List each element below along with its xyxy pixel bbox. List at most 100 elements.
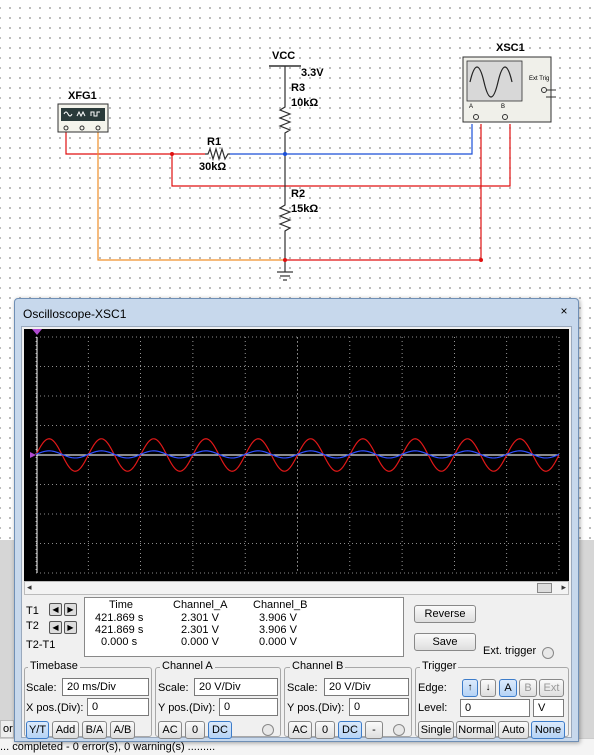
wire-ground-to-scope-b (285, 124, 482, 261)
background-panel (0, 540, 14, 720)
col-header-channel-a: Channel_A (173, 599, 228, 611)
channel-b-scale-field[interactable]: 20 V/Div (324, 678, 409, 696)
vcc-voltage-label: 3.3V (301, 67, 324, 79)
col-header-channel-b: Channel_B (253, 599, 308, 611)
t2-right-button[interactable]: ▶ (64, 621, 77, 634)
junction-dot (283, 152, 287, 156)
add-mode-button[interactable]: Add (52, 721, 79, 739)
timebase-xpos-label: X pos.(Div): (26, 702, 84, 714)
channel-b-ypos-label: Y pos.(Div): (287, 702, 345, 714)
schematic (57, 56, 556, 281)
col-header-time: Time (109, 599, 134, 611)
junction-dot (170, 152, 174, 156)
wire-r1-node-down (171, 124, 511, 187)
trigger-level-label: Level: (418, 702, 448, 714)
junction-dot (283, 258, 287, 262)
t2-t1-channel-b: 0.000 V (259, 636, 297, 648)
channel-b-scale-label: Scale: (287, 682, 318, 694)
r1-value-label: 30kΩ (199, 161, 227, 173)
left-panel-stub: or (0, 720, 14, 738)
r3-ref-label: R3 (291, 82, 306, 94)
trigger-source-ext-button[interactable]: Ext (539, 679, 564, 697)
wire-fg-common (97, 132, 285, 261)
oscilloscope-window: Oscilloscope-XSC1 × ◂ ▸ T1 ◀ ▶ T2 ◀ ▶ T2… (14, 298, 579, 742)
timebase-xpos-field[interactable]: 0 (87, 698, 149, 716)
t2-label: T2 (26, 620, 39, 632)
r3-resistor-symbol (278, 104, 292, 136)
channel-b-zero-button[interactable]: 0 (315, 721, 335, 739)
reverse-button[interactable]: Reverse (414, 605, 476, 623)
rising-edge-icon: ↑ (467, 682, 473, 693)
channel-a-dc-button[interactable]: DC (208, 721, 232, 739)
channel-a-ypos-field[interactable]: 0 (219, 698, 278, 716)
trigger-level-field[interactable]: 0 (460, 699, 530, 717)
oscilloscope-screen[interactable] (24, 329, 569, 581)
scroll-left-icon[interactable]: ◂ (27, 582, 32, 592)
junction-dot (479, 258, 483, 262)
trigger-single-button[interactable]: Single (418, 721, 454, 739)
falling-edge-button[interactable]: ↓ (480, 679, 496, 697)
window-title: Oscilloscope-XSC1 (23, 307, 127, 321)
trigger-source-b-button[interactable]: B (519, 679, 537, 697)
channel-b-ypos-field[interactable]: 0 (349, 698, 409, 716)
oscilloscope-symbol (462, 56, 556, 123)
channel-a-scale-label: Scale: (158, 682, 189, 694)
trigger-normal-button[interactable]: Normal (456, 721, 496, 739)
t2-t1-time: 0.000 s (101, 636, 138, 648)
r3-value-label: 10kΩ (291, 97, 319, 109)
t1-left-button[interactable]: ◀ (49, 603, 62, 616)
channel-a-zero-button[interactable]: 0 (185, 721, 205, 739)
scope-ref-label: XSC1 (496, 42, 525, 54)
scope-input-b-label: B (501, 104, 506, 110)
yt-mode-button[interactable]: Y/T (26, 721, 49, 739)
scroll-right-icon[interactable]: ▸ (561, 582, 566, 592)
wire-node-to-scope-a (230, 124, 473, 155)
t2-time: 421.869 s (95, 624, 144, 636)
trigger-level-unit[interactable]: V (533, 699, 564, 717)
channel-b-radio[interactable] (393, 724, 405, 736)
timebase-scale-label: Scale: (26, 682, 57, 694)
scope-input-a-label: A (469, 104, 474, 110)
save-button[interactable]: Save (414, 633, 476, 651)
rising-edge-button[interactable]: ↑ (462, 679, 478, 697)
t2-t1-channel-a: 0.000 V (181, 636, 219, 648)
close-button[interactable]: × (560, 304, 568, 318)
ab-mode-button[interactable]: A/B (110, 721, 135, 739)
ext-trig-label: Ext Trig (529, 76, 550, 82)
r1-resistor-symbol (205, 146, 230, 162)
t2-t1-label: T2-T1 (26, 639, 56, 651)
trigger-auto-button[interactable]: Auto (498, 721, 529, 739)
wire-fg-to-r1 (65, 132, 205, 155)
channel-b-waveform (35, 450, 560, 459)
timebase-scale-field[interactable]: 20 ms/Div (62, 678, 149, 696)
window-body: ◂ ▸ T1 ◀ ▶ T2 ◀ ▶ T2-T1 Time Channel_A C… (21, 326, 572, 739)
r2-ref-label: R2 (291, 188, 306, 200)
trigger-source-a-button[interactable]: A (499, 679, 517, 697)
horizontal-scrollbar[interactable]: ◂ ▸ (24, 581, 569, 595)
channel-b-ac-button[interactable]: AC (288, 721, 312, 739)
cursor-t1-marker (32, 329, 42, 335)
t1-time: 421.869 s (95, 612, 144, 624)
t2-channel-b: 3.906 V (259, 624, 297, 636)
t2-left-button[interactable]: ◀ (49, 621, 62, 634)
channel-a-radio[interactable] (262, 724, 274, 736)
trigger-none-button[interactable]: None (531, 721, 565, 739)
r2-value-label: 15kΩ (291, 203, 319, 215)
t1-channel-a: 2.301 V (181, 612, 219, 624)
trigger-edge-label: Edge: (418, 682, 447, 694)
channel-b-dc-button[interactable]: DC (338, 721, 362, 739)
function-generator-label: XFG1 (68, 90, 97, 102)
ba-mode-button[interactable]: B/A (82, 721, 107, 739)
channel-a-ac-button[interactable]: AC (158, 721, 182, 739)
function-generator-symbol (57, 103, 109, 133)
channel-b-title: Channel B (290, 660, 346, 672)
ext-trigger-radio[interactable] (542, 647, 554, 659)
t1-right-button[interactable]: ▶ (64, 603, 77, 616)
timebase-title: Timebase (28, 660, 80, 672)
channel-a-scale-field[interactable]: 20 V/Div (194, 678, 278, 696)
cursor-readout-table: Time Channel_A Channel_B 421.869 s 2.301… (84, 597, 404, 657)
scrollbar-thumb[interactable] (537, 583, 552, 593)
t1-label: T1 (26, 605, 39, 617)
channel-b-minus-button[interactable]: - (365, 721, 383, 739)
ground-marker (30, 452, 36, 458)
